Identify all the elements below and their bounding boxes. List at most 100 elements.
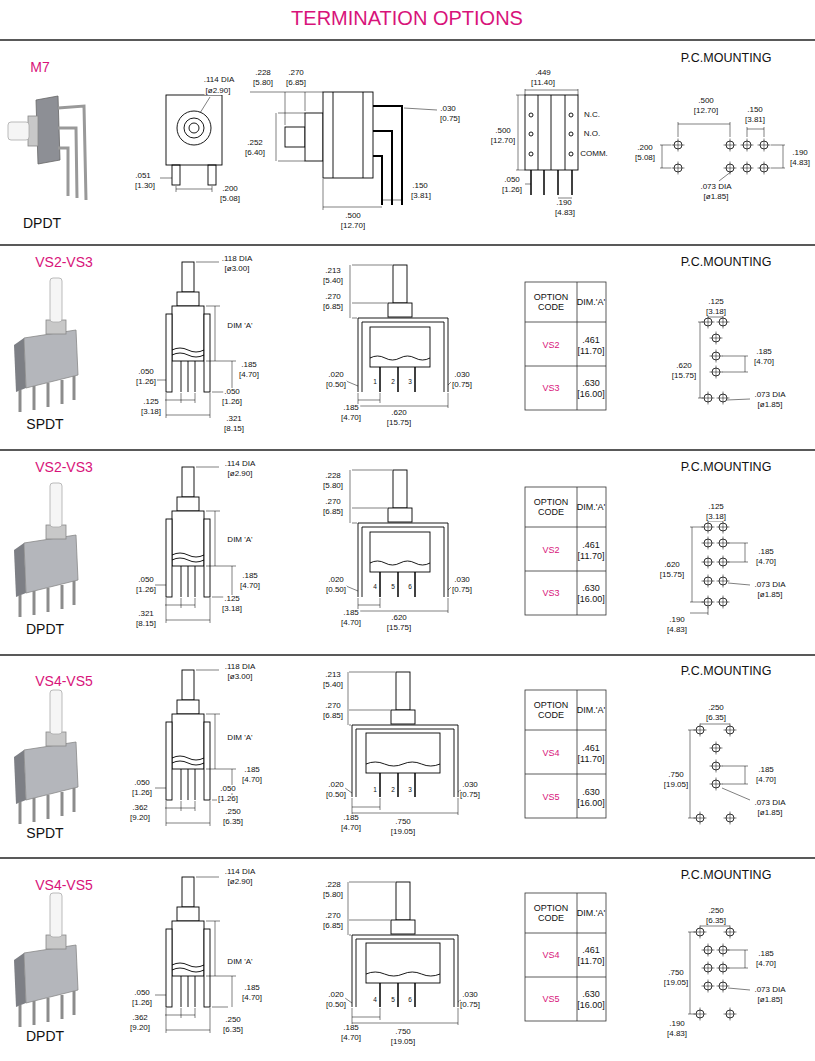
table-option-code: VS4	[542, 749, 559, 758]
dimension: [6.35]	[222, 818, 244, 826]
drawing-line	[783, 145, 784, 168]
drawing-g	[250, 92, 437, 210]
switch-photo	[14, 483, 78, 617]
drawing-rect	[525, 95, 578, 170]
drawing-line	[747, 129, 764, 130]
dimension: .228	[254, 69, 272, 77]
dimension: [1.26]	[221, 398, 243, 406]
option-heading: M7	[30, 60, 49, 74]
pin-number: 2	[391, 379, 395, 386]
dimension: [19.05]	[390, 828, 416, 836]
drawing-line	[525, 90, 578, 91]
pin-number: 5	[391, 584, 395, 591]
dimension: .200	[636, 144, 654, 152]
dimension: [9.20]	[129, 1024, 151, 1032]
dimension: [5.08]	[219, 195, 241, 203]
drawing-line	[285, 92, 286, 125]
dimension: [1.26]	[135, 586, 157, 594]
drawing-use	[694, 1008, 707, 1021]
table-option-code: VS5	[542, 793, 559, 802]
dimension: [5.40]	[322, 277, 344, 285]
drawing-line	[698, 322, 703, 323]
drawing-use	[717, 980, 730, 993]
side-view	[346, 265, 452, 408]
end-view	[516, 89, 578, 198]
pin-number: 6	[408, 997, 412, 1004]
pcb-layout	[690, 521, 750, 616]
drawing-rect	[305, 113, 323, 161]
dimension: .185	[243, 984, 261, 992]
dimension: .050	[219, 785, 237, 793]
dimension: .190	[555, 199, 573, 207]
dimension: [ø3.00]	[227, 673, 254, 681]
dimension: .185	[757, 548, 775, 556]
drawing-line	[690, 730, 691, 818]
drawing-polyline	[58, 128, 77, 198]
drawing-line	[538, 95, 539, 170]
drawing-line	[745, 543, 746, 562]
pin-number: 5	[391, 997, 395, 1004]
drawing-circle	[569, 132, 573, 136]
drawing-line	[727, 399, 750, 400]
drawing-circle	[529, 152, 533, 156]
drawing-line	[551, 95, 552, 170]
dimension: [15.75]	[671, 372, 697, 380]
drawing-g	[516, 89, 578, 198]
drawing-polyline	[58, 148, 68, 196]
drawing-line	[660, 145, 671, 146]
dimension: [4.70]	[340, 1034, 362, 1042]
dimension: [0.75]	[439, 115, 461, 123]
drawing-use	[717, 575, 730, 588]
drawing-use	[672, 139, 685, 152]
table-header: OPTION CODE	[528, 292, 574, 313]
option-heading: VS4-VS5	[35, 878, 93, 892]
dimension: [4.83]	[666, 626, 688, 634]
dimension: [12.70]	[693, 107, 719, 115]
pin-number: 4	[373, 997, 377, 1004]
dimension: [4.70]	[340, 619, 362, 627]
mounting-heading: P.C.MOUNTING	[681, 461, 772, 474]
drawing-use	[694, 812, 707, 825]
drawing-line	[730, 122, 731, 137]
drawing-rect	[8, 122, 29, 140]
drawing-line	[516, 95, 525, 96]
table-cell: [16.00]	[577, 595, 605, 604]
table-cell: .461	[582, 541, 600, 550]
dimension: .050	[133, 989, 151, 997]
dimension: .362	[131, 804, 149, 812]
table-cell: .461	[582, 336, 600, 345]
drawing-rect	[285, 127, 305, 147]
dimension: .185	[755, 348, 773, 356]
drawing-polyline	[373, 156, 382, 205]
dimension: .020	[327, 781, 345, 789]
drawing-line	[722, 784, 748, 785]
dimension: [6.85]	[285, 79, 307, 87]
dimension: [4.70]	[241, 776, 263, 784]
dimension: [15.75]	[659, 571, 685, 579]
drawing-line	[525, 184, 531, 185]
dimension: .250	[707, 907, 725, 915]
dimension: .185	[757, 766, 775, 774]
dimension: .185	[342, 814, 360, 822]
dimension: [6.85]	[322, 508, 344, 516]
drawing-use	[672, 162, 685, 175]
dimension: [11.40]	[530, 79, 556, 87]
dimension: .073 DIA	[753, 986, 786, 994]
drawing-line	[771, 168, 785, 169]
switch-type: DPDT	[23, 216, 61, 230]
table-cell: .630	[582, 584, 600, 593]
drawing-line	[0, 39, 815, 41]
table-cell: [16.00]	[577, 1001, 605, 1010]
drawing-line	[722, 356, 748, 357]
drawing-g	[531, 170, 572, 195]
dimension: [12.70]	[490, 137, 516, 145]
dimension: [3.81]	[410, 192, 432, 200]
drawing-use	[741, 162, 754, 175]
dimension: [ø2.90]	[205, 87, 232, 95]
dimension: [8.15]	[135, 620, 157, 628]
pcb-layout	[660, 122, 785, 181]
table-cell: .630	[582, 788, 600, 797]
side-view	[250, 92, 437, 210]
drawing-use	[710, 778, 723, 791]
